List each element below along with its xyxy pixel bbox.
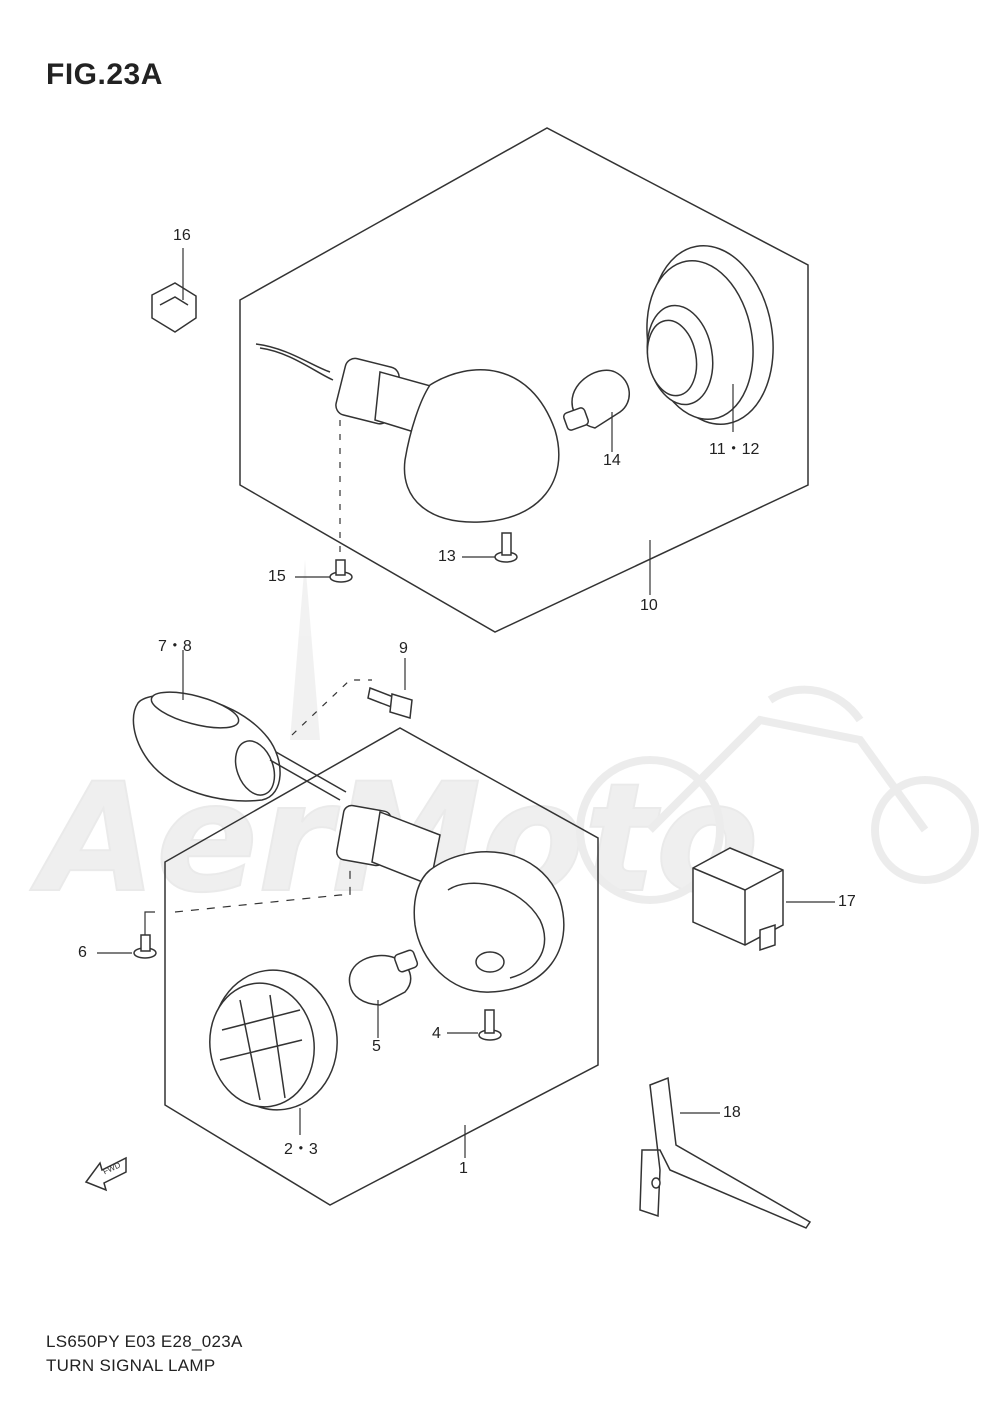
callout-18: 18: [723, 1104, 741, 1121]
callout-1: 1: [459, 1160, 468, 1177]
assembly-1-outline: [164, 727, 599, 1206]
callout-17: 17: [838, 893, 856, 910]
callout-5: 5: [372, 1038, 381, 1055]
screw-6: [133, 934, 157, 959]
callout-2-3: 2・3: [284, 1141, 318, 1158]
figure-title: FIG.23A: [46, 58, 163, 91]
lens-2-3: [209, 969, 338, 1111]
relay-17: [692, 847, 784, 952]
upper-lamp-body: [255, 343, 560, 523]
screw-15: [329, 559, 353, 583]
bracket-7-8: [132, 691, 281, 802]
callout-15: 15: [268, 568, 286, 585]
bulb-5: [348, 949, 419, 1006]
leader-lines: [97, 248, 835, 1158]
callout-16: 16: [173, 227, 191, 244]
callout-14: 14: [603, 452, 621, 469]
clamp-16: [151, 282, 197, 333]
bolt-9: [367, 686, 413, 719]
callout-11-12: 11・12: [709, 441, 760, 458]
callout-4: 4: [432, 1025, 441, 1042]
callout-6: 6: [78, 944, 87, 961]
lower-lamp-body: [269, 751, 565, 993]
callout-10: 10: [640, 597, 658, 614]
callout-13: 13: [438, 548, 456, 565]
callout-9: 9: [399, 640, 408, 657]
callout-7-8: 7・8: [158, 638, 192, 655]
bracket-18: [639, 1076, 812, 1229]
fwd-arrow-icon: FWD: [84, 1156, 127, 1192]
assembly-10-outline: [239, 127, 809, 633]
screw-13: [494, 532, 518, 563]
footer-title: TURN SIGNAL LAMP: [46, 1356, 216, 1375]
lens-11-12: [646, 245, 774, 425]
bulb-14: [562, 369, 630, 431]
footer-code: LS650PY E03 E28_023A: [46, 1332, 243, 1351]
screw-4: [478, 1009, 502, 1041]
